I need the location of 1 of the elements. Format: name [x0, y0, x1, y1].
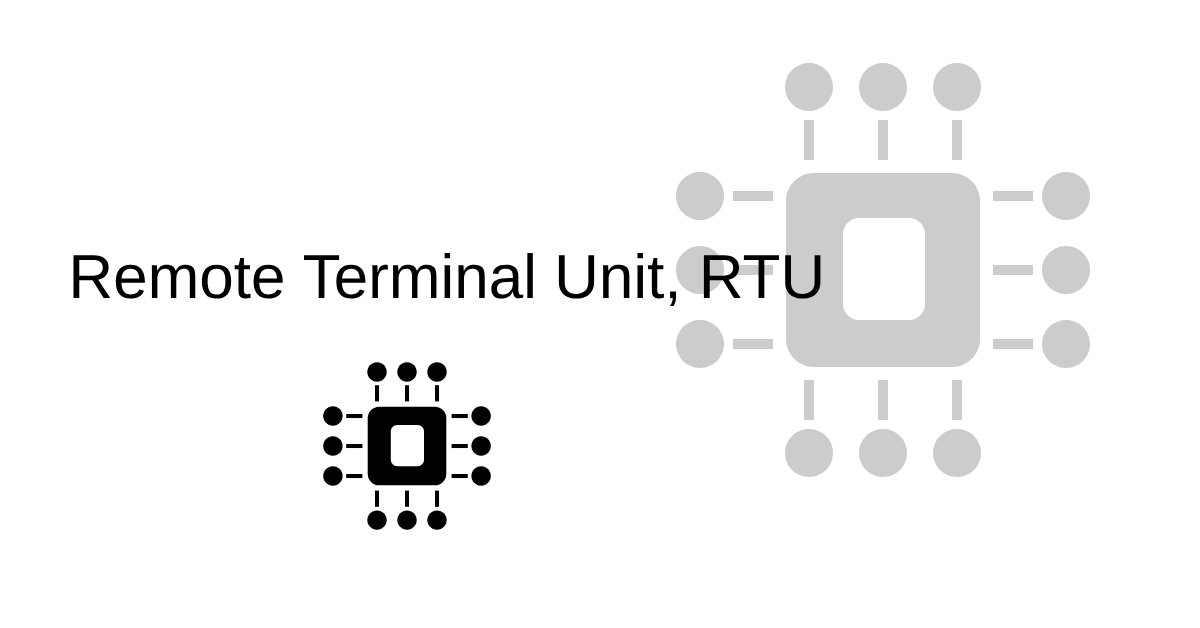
title: Remote Terminal Unit, RTU — [73, 253, 821, 306]
